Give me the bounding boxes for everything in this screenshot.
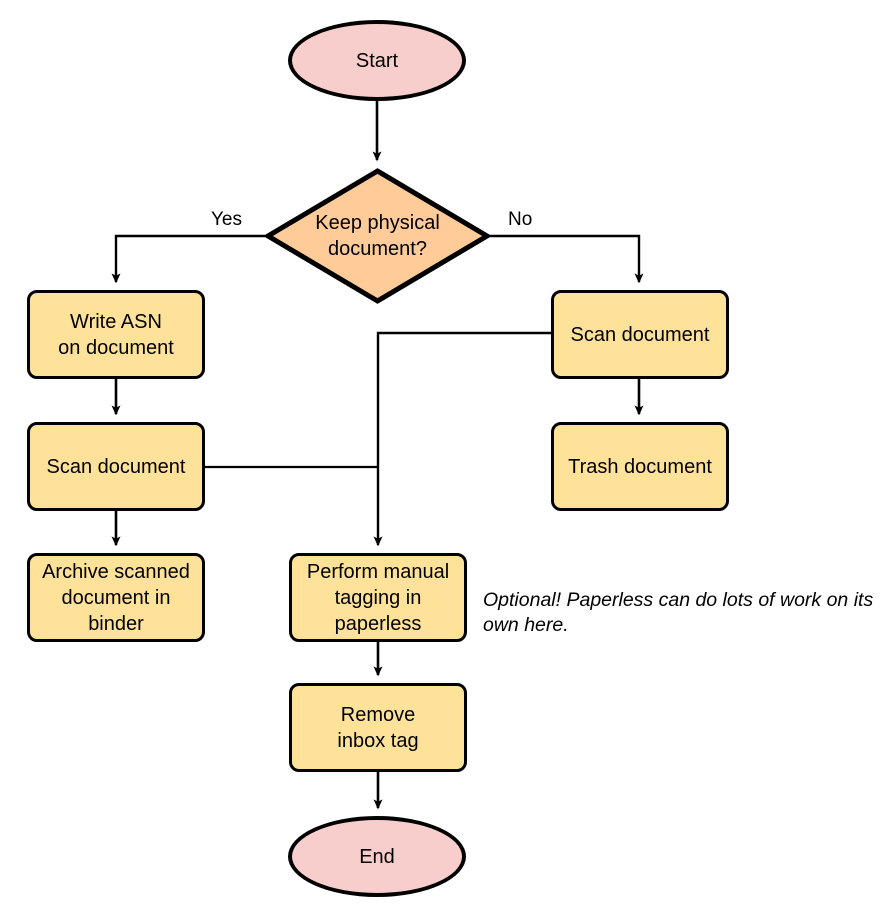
node-scan-document-left[interactable]: Scan document [27,422,205,511]
node-trash-document[interactable]: Trash document [551,422,729,511]
node-manual-tagging[interactable]: Perform manual tagging in paperless [289,553,467,642]
node-remove-inbox-tag-label: Remove inbox tag [337,703,419,752]
node-start-label: Start [355,49,399,72]
node-decision-label-wrap: Keep physical document? [265,168,490,304]
edge-label-yes: Yes [211,209,242,230]
node-end-label: End [359,845,395,868]
node-decision[interactable]: Keep physical document? [265,168,490,304]
node-scan-document-right-label: Scan document [570,323,710,346]
edge-decision-to-scan-right [490,234,644,284]
node-start[interactable]: Start [288,20,466,101]
node-scan-document-left-label: Scan document [46,455,186,478]
diamond-shape [265,168,490,304]
edge-label-no: No [508,209,533,230]
node-manual-tagging-label: Perform manual tagging in paperless [306,560,450,635]
node-decision-label: Keep physical document? [315,212,440,260]
node-scan-document-right[interactable]: Scan document [551,290,729,379]
node-trash-document-label: Trash document [568,455,712,478]
edge-scan-right-to-manual-tagging [373,331,551,547]
node-end[interactable]: End [288,816,466,897]
optional-note: Optional! Paperless can do lots of work … [483,589,874,636]
node-archive-document[interactable]: Archive scanned document in binder [27,553,205,642]
edge-decision-to-write-asn [111,234,265,284]
node-remove-inbox-tag[interactable]: Remove inbox tag [289,683,467,772]
node-write-asn[interactable]: Write ASN on document [27,290,205,379]
node-archive-document-label: Archive scanned document in binder [42,560,190,635]
node-write-asn-label: Write ASN on document [58,310,174,359]
